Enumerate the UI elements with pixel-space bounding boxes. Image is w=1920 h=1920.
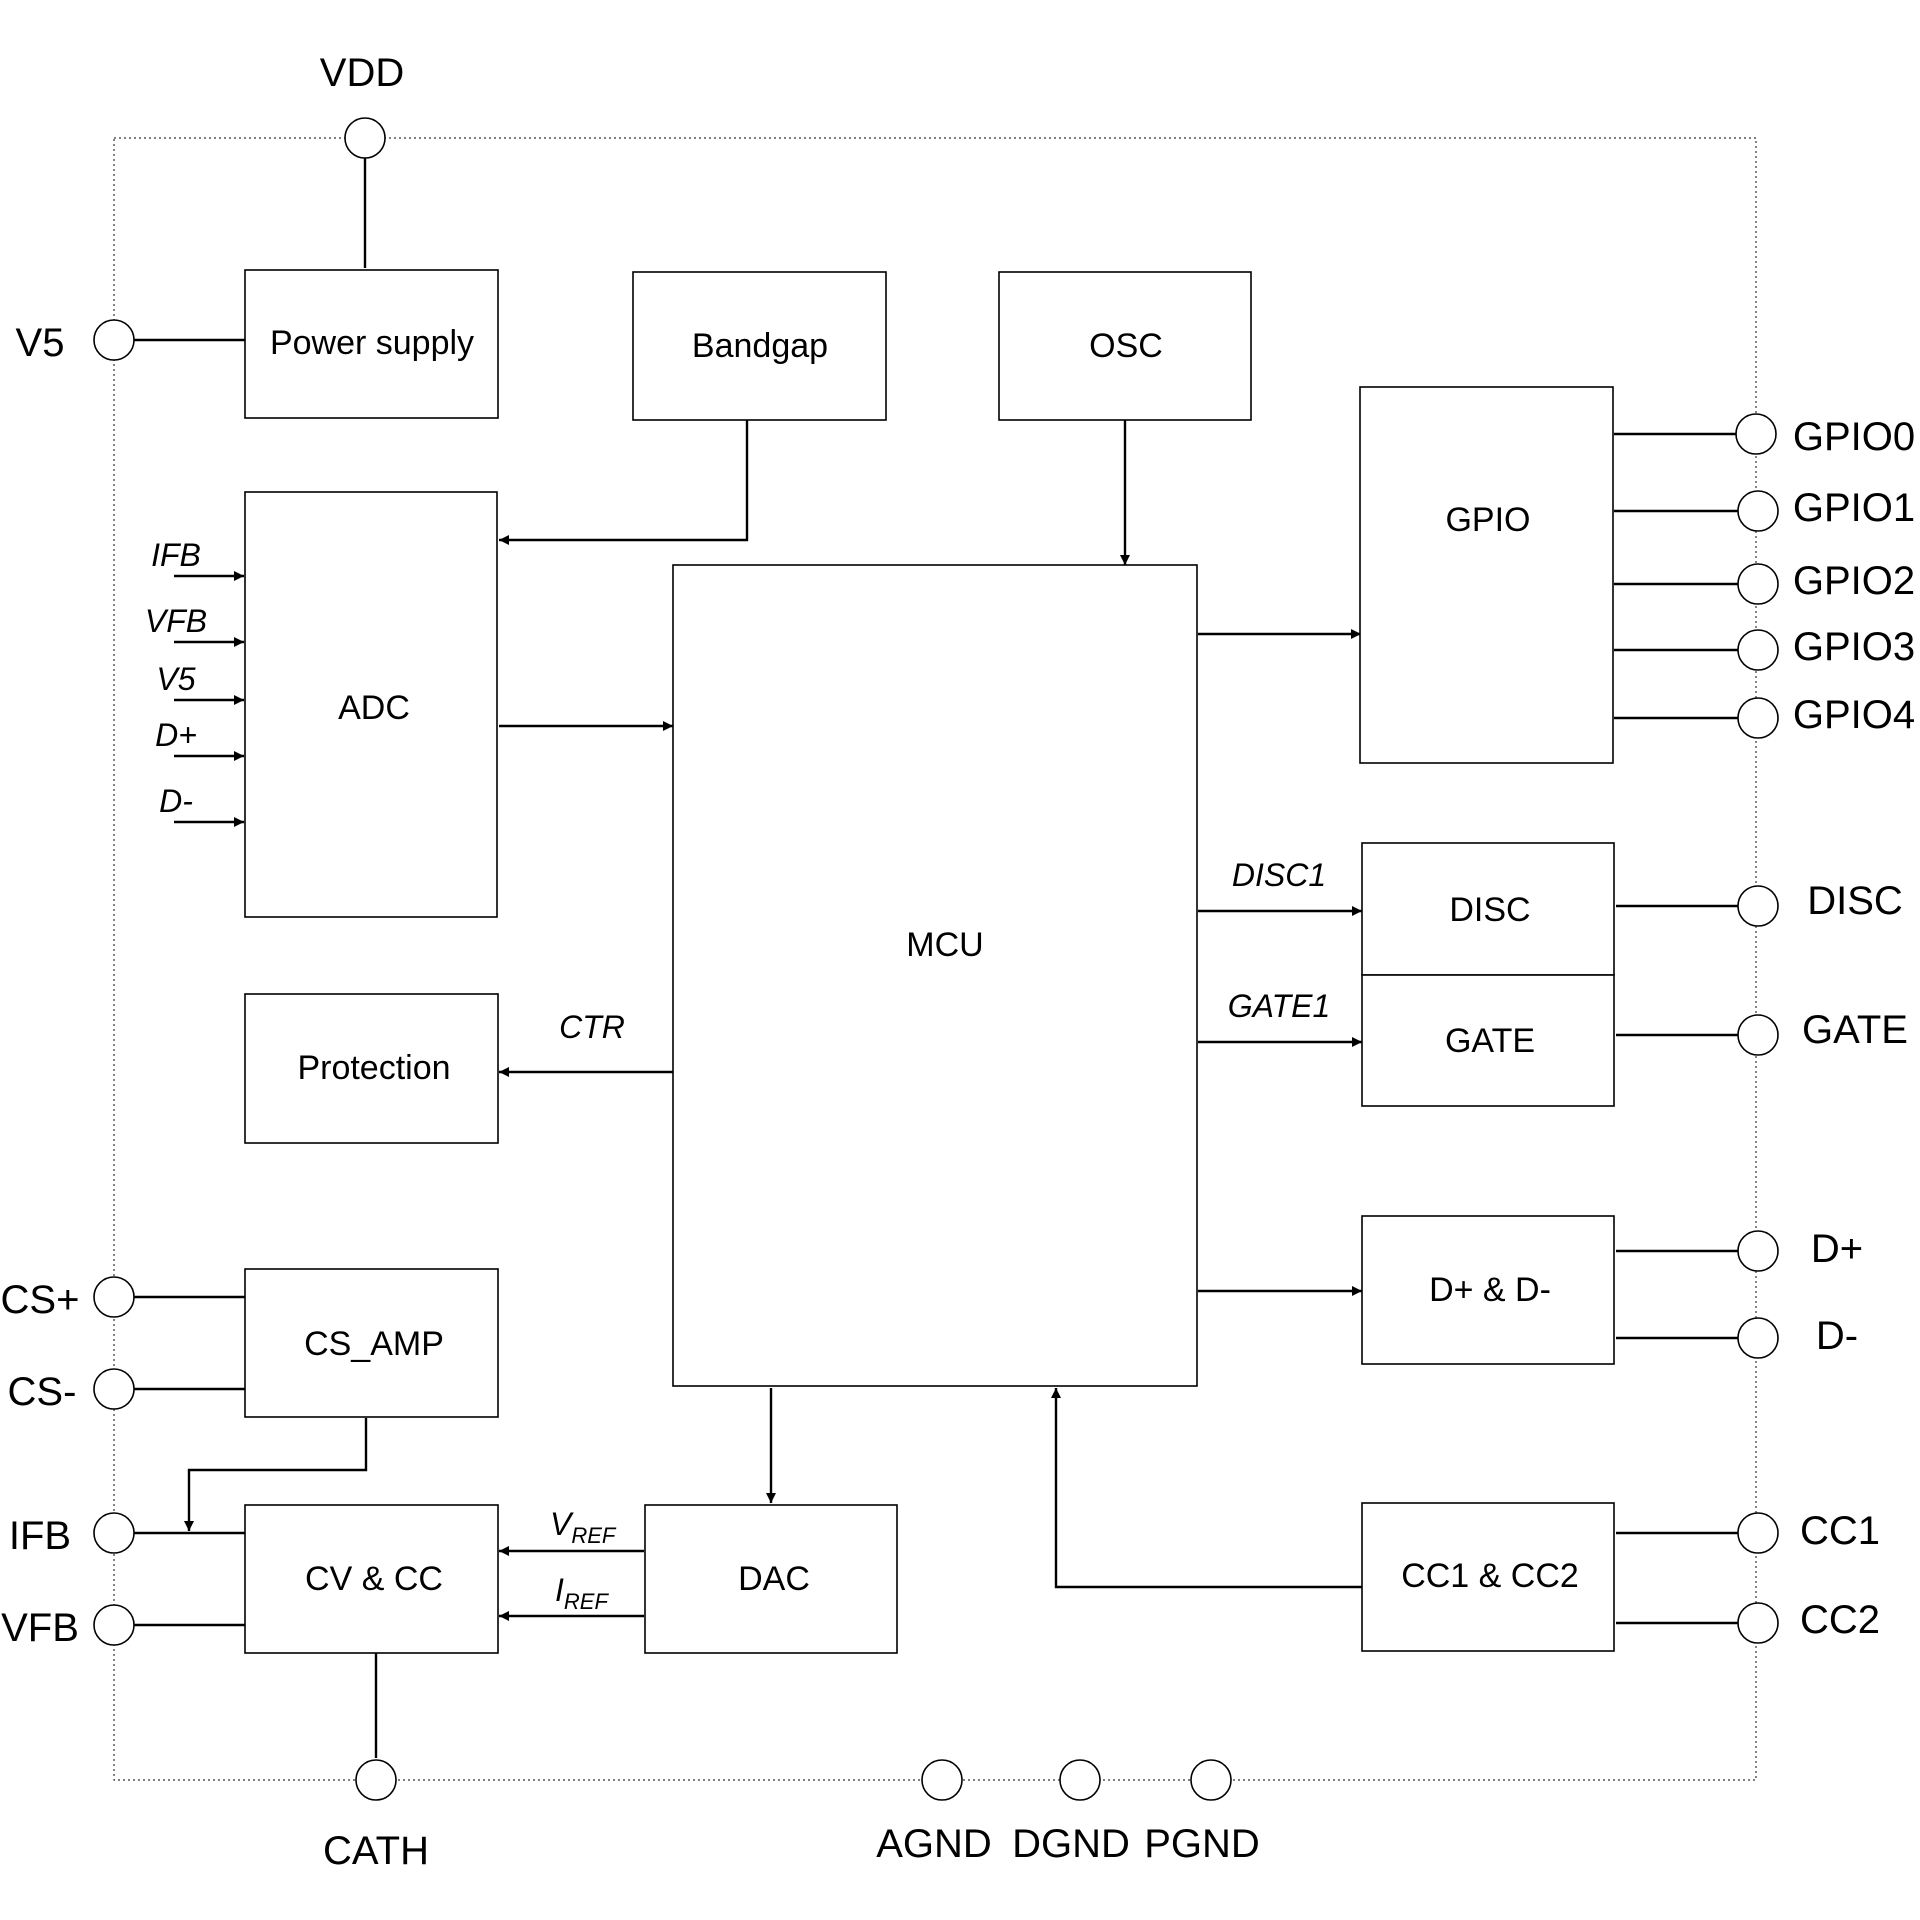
signal-vref: VREF <box>550 1506 617 1548</box>
pin-gpio3 <box>1737 629 1779 671</box>
signal-gate1: GATE1 <box>1228 988 1331 1024</box>
signal-labels: IFB VFB V5 D+ D- CTR DISC1 GATE1 VREF IR… <box>145 537 1330 1614</box>
pin-label-pgnd: PGND <box>1144 1822 1260 1866</box>
pin-label-gpio4: GPIO4 <box>1793 693 1915 737</box>
block-cc1cc2: CC1 & CC2 <box>1361 1502 1615 1652</box>
signal-adc-v5: V5 <box>156 661 195 697</box>
signal-iref: IREF <box>555 1572 609 1614</box>
pin-label-gpio1: GPIO1 <box>1793 486 1915 530</box>
protection-label: Protection <box>297 1049 450 1087</box>
signal-vref-main: V <box>550 1506 574 1542</box>
pin-disc <box>1737 885 1779 927</box>
pin-gpio4 <box>1737 697 1779 739</box>
wire-bandgap-adc <box>499 420 749 545</box>
gate-label: GATE <box>1445 1022 1535 1060</box>
block-bandgap: Bandgap <box>632 271 887 421</box>
pin-cc1 <box>1737 1512 1779 1554</box>
block-cs-amp: CS_AMP <box>244 1268 499 1418</box>
wire-csamp-cvcc <box>184 1418 368 1531</box>
pin-ifb <box>93 1512 135 1554</box>
pin-cs-minus <box>93 1368 135 1410</box>
gpio-label: GPIO <box>1445 501 1530 539</box>
block-power-supply: Power supply <box>244 269 499 419</box>
signal-adc-ifb: IFB <box>151 537 201 573</box>
wires <box>134 157 1738 1758</box>
block-protection: Protection <box>244 993 499 1144</box>
pin-gpio0 <box>1735 413 1777 455</box>
pin-vdd <box>344 117 386 159</box>
block-cvcc: CV & CC <box>244 1504 499 1654</box>
pin-label-cc1: CC1 <box>1800 1509 1880 1553</box>
cs-amp-label: CS_AMP <box>304 1325 444 1363</box>
pin-dgnd <box>1059 1759 1101 1801</box>
dac-label: DAC <box>738 1560 810 1598</box>
pin-label-gate: GATE <box>1802 1008 1908 1052</box>
dpdm-label: D+ & D- <box>1429 1271 1551 1309</box>
pin-label-v5: V5 <box>16 321 65 365</box>
pin-cath <box>355 1759 397 1801</box>
pin-gpio1 <box>1737 490 1779 532</box>
adc-label: ADC <box>338 689 410 727</box>
pin-dminus <box>1737 1317 1779 1359</box>
signal-ctr: CTR <box>559 1009 625 1045</box>
pin-label-cc2: CC2 <box>1800 1598 1880 1642</box>
pin-label-dminus: D- <box>1816 1314 1858 1358</box>
pin-label-disc: DISC <box>1807 879 1903 923</box>
pin-gpio2 <box>1737 563 1779 605</box>
pin-label-agnd: AGND <box>876 1822 992 1866</box>
pin-label-cs-plus: CS+ <box>1 1278 80 1322</box>
block-adc: ADC <box>244 491 498 918</box>
signal-adc-vfb: VFB <box>145 603 207 639</box>
pin-label-dgnd: DGND <box>1012 1822 1130 1866</box>
pin-label-vdd: VDD <box>320 51 404 95</box>
pins <box>93 117 1779 1801</box>
signal-vref-sub: REF <box>571 1523 617 1548</box>
pin-label-gpio0: GPIO0 <box>1793 415 1915 459</box>
pin-cs-plus <box>93 1276 135 1318</box>
signal-disc1: DISC1 <box>1232 857 1326 893</box>
wire-cc-mcu <box>1051 1388 1362 1589</box>
pin-gate <box>1737 1014 1779 1056</box>
pin-v5 <box>93 319 135 361</box>
pin-cc2 <box>1737 1602 1779 1644</box>
pin-label-cs-minus: CS- <box>8 1370 77 1414</box>
pin-dplus <box>1737 1230 1779 1272</box>
block-gate: GATE <box>1361 974 1615 1107</box>
block-mcu: MCU <box>672 564 1198 1387</box>
pin-label-gpio3: GPIO3 <box>1793 625 1915 669</box>
pin-vfb <box>93 1604 135 1646</box>
disc-label: DISC <box>1449 891 1530 929</box>
pin-label-cath: CATH <box>323 1829 429 1873</box>
block-dac: DAC <box>644 1504 898 1654</box>
pin-label-vfb: VFB <box>1 1606 79 1650</box>
signal-adc-dplus: D+ <box>155 717 197 753</box>
signal-adc-dminus: D- <box>159 783 193 819</box>
pin-labels: VDD V5 CS+ CS- IFB VFB CATH AGND DGND PG… <box>1 51 1916 1873</box>
bandgap-label: Bandgap <box>692 327 828 365</box>
pin-label-dplus: D+ <box>1811 1227 1863 1271</box>
signal-iref-sub: REF <box>564 1589 610 1614</box>
osc-label: OSC <box>1089 327 1163 365</box>
block-disc: DISC <box>1361 842 1615 976</box>
block-gpio: GPIO <box>1359 386 1614 764</box>
signal-iref-main: I <box>555 1572 564 1608</box>
mcu-label: MCU <box>906 926 983 964</box>
block-osc: OSC <box>998 271 1252 421</box>
power-supply-label: Power supply <box>270 324 474 362</box>
pin-pgnd <box>1190 1759 1232 1801</box>
cvcc-label: CV & CC <box>305 1560 443 1598</box>
block-dpdm: D+ & D- <box>1361 1215 1615 1365</box>
pin-agnd <box>921 1759 963 1801</box>
cc1cc2-label: CC1 & CC2 <box>1401 1557 1579 1595</box>
pin-label-ifb: IFB <box>9 1514 71 1558</box>
pin-label-gpio2: GPIO2 <box>1793 559 1915 603</box>
